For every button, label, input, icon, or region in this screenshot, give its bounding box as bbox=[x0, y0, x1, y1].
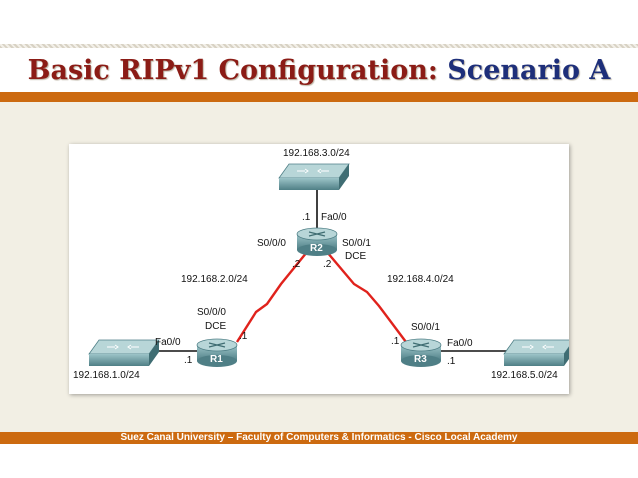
switch-left-icon bbox=[88, 339, 160, 366]
r2-s001-dce-label: DCE bbox=[345, 251, 367, 262]
network-r2-r3-label: 192.168.4.0/24 bbox=[387, 274, 454, 285]
header-stripe bbox=[0, 44, 638, 48]
switch-top-icon bbox=[278, 163, 350, 190]
router-r1-label: R1 bbox=[210, 354, 223, 365]
r3-fa0-host-label: .1 bbox=[447, 356, 456, 367]
r2-s001-host-label: .2 bbox=[323, 259, 332, 270]
network-r1-r2-label: 192.168.2.0/24 bbox=[181, 274, 248, 285]
topology-drawing bbox=[88, 163, 569, 367]
r2-fa0-host-label: .1 bbox=[302, 212, 311, 223]
r2-s000-host-label: .2 bbox=[292, 259, 301, 270]
network-r1-lan-label: 192.168.1.0/24 bbox=[73, 370, 140, 381]
r3-s001-label: S0/0/1 bbox=[411, 322, 440, 333]
r1-fa0-host-label: .1 bbox=[184, 355, 193, 366]
router-r3-label: R3 bbox=[414, 354, 427, 365]
network-r2-lan-label: 192.168.3.0/24 bbox=[283, 148, 350, 159]
r1-s000-dce-label: DCE bbox=[205, 321, 227, 332]
footer-bar bbox=[0, 432, 638, 444]
serial-link-r2-r3 bbox=[326, 251, 407, 343]
r2-fa0-label: Fa0/0 bbox=[321, 212, 347, 223]
switch-right-icon bbox=[503, 339, 569, 366]
router-r3-icon bbox=[400, 338, 442, 367]
network-topology-diagram: R2 R1 R3 192.168.3.0/24 192.168.1.0/24 1… bbox=[69, 144, 569, 394]
slide-title: Basic RIPv1 Configuration: Scenario A bbox=[0, 50, 638, 92]
r2-s000-label: S0/0/0 bbox=[257, 238, 286, 249]
slide-title-part2: Scenario A bbox=[447, 55, 611, 86]
r1-fa0-label: Fa0/0 bbox=[155, 337, 181, 348]
network-r3-lan-label: 192.168.5.0/24 bbox=[491, 370, 558, 381]
r1-s000-host-label: .1 bbox=[239, 331, 248, 342]
slide-title-part1: Basic RIPv1 Configuration: bbox=[27, 55, 438, 86]
router-r1-icon bbox=[196, 338, 238, 367]
r3-s001-host-label: .1 bbox=[391, 336, 400, 347]
footer-text: Suez Canal University – Faculty of Compu… bbox=[120, 432, 518, 443]
r1-s000-label: S0/0/0 bbox=[197, 307, 226, 318]
router-r2-icon bbox=[296, 227, 338, 256]
r3-fa0-label: Fa0/0 bbox=[447, 338, 473, 349]
serial-link-r1-r2 bbox=[235, 251, 308, 343]
router-r2-label: R2 bbox=[310, 243, 323, 254]
title-underline-bar bbox=[0, 92, 638, 102]
r2-s001-label: S0/0/1 bbox=[342, 238, 371, 249]
